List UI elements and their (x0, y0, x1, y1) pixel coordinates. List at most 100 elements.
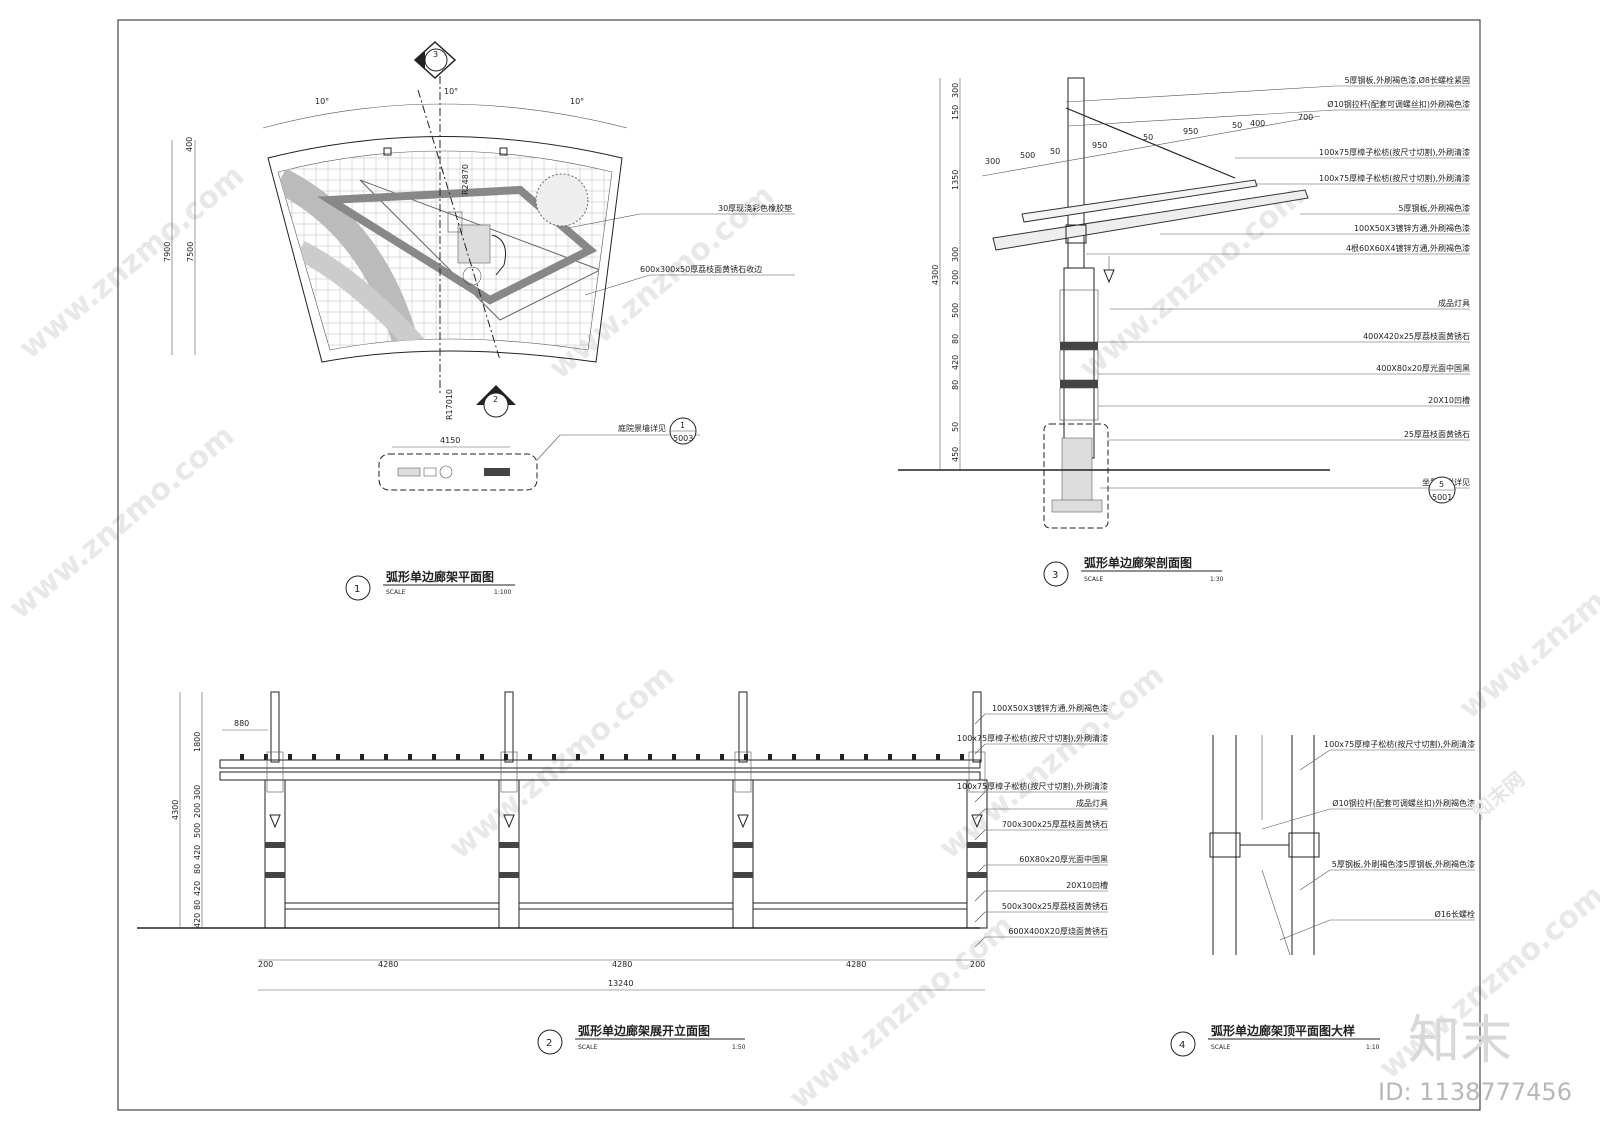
bench-note: 庭院景墙详见 (618, 423, 666, 433)
elevation-lamp (737, 814, 749, 829)
elevation-black-band (733, 872, 753, 878)
section-black-band (1060, 342, 1098, 350)
elevation-view: 1800 4300 300 200 500 420 80 420 80 420 … (137, 691, 1108, 1055)
plan-title-circle (345, 575, 371, 601)
elevation-leader (974, 864, 986, 876)
section-scale: 1:30 (1210, 576, 1224, 583)
elevation-column (498, 779, 520, 929)
detail-view: 100x75厚樟子松枋(按尺寸切割),外刷清漆Ø10钢拉杆(配套可调螺丝扣)外刷… (1170, 735, 1475, 1057)
section-dim: 80 (951, 334, 960, 344)
plan-slide-spiral (462, 266, 482, 286)
elevation-rafter-end (528, 754, 532, 760)
elevation-title-num: 2 (546, 1038, 552, 1049)
section-black-band (1060, 380, 1098, 388)
section-dim: 150 (951, 105, 960, 120)
section-hdim: 300 (985, 157, 1000, 166)
elevation-leader (974, 890, 986, 902)
section-callout: 5厚钢板,外刷褐色漆 (1398, 203, 1470, 213)
plan-callout-1: 30厚现浇彩色橡胶垫 (718, 203, 792, 213)
plan-callout-2: 600x300x50厚荔枝面黄锈石收边 (640, 264, 762, 274)
elevation-dim: 420 (193, 913, 202, 928)
section-title-circle (1043, 561, 1069, 587)
elevation-post (504, 691, 514, 763)
elevation-hdim: 4280 (846, 960, 866, 969)
plan-scale: 1:100 (494, 589, 511, 596)
section-marker-arrow (415, 51, 425, 69)
elevation-rafter-end (480, 754, 484, 760)
elevation-rafter-end (912, 754, 916, 760)
section-rafter (992, 189, 1309, 251)
elevation-post (972, 691, 982, 763)
elevation-rafter-end (312, 754, 316, 760)
bench-block (397, 467, 421, 477)
elevation-hdim: 4280 (612, 960, 632, 969)
plan-scale-label: SCALE (386, 589, 405, 596)
section-hdim: 50 (1143, 133, 1153, 142)
elevation-rafter-end (288, 754, 292, 760)
elevation-hdim: 200 (258, 960, 273, 969)
bench-block (423, 467, 437, 477)
plan-dim-400: 400 (185, 137, 194, 152)
section-callout: 5厚钢板,外刷褐色漆,Ø8长螺栓紧固 (1344, 75, 1470, 85)
detail-leader (1299, 749, 1331, 771)
plan-play-band (317, 185, 598, 305)
section-callout: 400X420x25厚荔枝面黄锈石 (1363, 331, 1470, 341)
detail-callout: 5厚钢板,外刷褐色漆5厚钢板,外刷褐色漆 (1332, 859, 1475, 869)
section-callout: 100x75厚樟子松枋(按尺寸切割),外刷清漆 (1319, 147, 1470, 157)
elevation-hdim: 4280 (378, 960, 398, 969)
elevation-callouts: 100X50X3镀锌方通,外刷褐色漆 100x75厚樟子松枋(按尺寸切割),外刷清… (957, 703, 1108, 948)
elevation-rafter-end (624, 754, 628, 760)
section-marker-circle (424, 48, 448, 72)
detail-leader (1261, 808, 1331, 830)
elevation-hdim: 200 (970, 960, 985, 969)
section-tie-rod (1065, 107, 1236, 179)
elevation-rafter-end (888, 754, 892, 760)
plan-title: 弧形单边廊架平面图 (386, 569, 494, 584)
section-callout: Ø10钢拉杆(配套可调螺丝扣)外刷褐色漆 (1327, 99, 1470, 109)
section-dim: 300 (951, 83, 960, 98)
plan-dim-7500: 7500 (186, 242, 195, 262)
elevation-black-band (499, 872, 519, 878)
bench-ref-sheet: 5003 (673, 434, 693, 443)
plan-paving-grid (278, 151, 612, 350)
plan-view: 10° 10° 10° 400 7900 7500 R24870 R17010 … (163, 40, 795, 601)
watermark-text: www.znzmo.com (1453, 518, 1600, 726)
elevation-callout: 700x300x25厚荔枝面黄锈石 (1002, 819, 1108, 829)
section-callout: 4根60X60X4镀锌方通,外刷褐色漆 (1346, 243, 1470, 253)
elevation-rafter-end (552, 754, 556, 760)
elevation-dim: 420 (193, 881, 202, 896)
watermark-logo: 知末 (1408, 1011, 1512, 1071)
section-hdim: 400 (1250, 119, 1265, 128)
section-dim: 300 (951, 247, 960, 262)
elevation-leader (974, 936, 986, 948)
detail-scale-label: SCALE (1211, 1044, 1230, 1051)
plan-title-num: 1 (354, 584, 360, 595)
elevation-joint (266, 751, 284, 793)
elevation-callout: 100x75厚樟子松枋(按尺寸切割),外刷清漆 (957, 733, 1108, 743)
watermark-text: www.znzmo.com (933, 658, 1171, 866)
elevation-dim: 420 (193, 845, 202, 860)
elevation-black-band (265, 842, 285, 848)
elevation-rafter-end (696, 754, 700, 760)
plan-column (383, 147, 392, 156)
bench-ref-num: 1 (680, 421, 685, 430)
elevation-leader (974, 743, 986, 755)
elevation-bench-top (284, 902, 500, 910)
elevation-callout: 20X10凹槽 (1066, 880, 1108, 890)
section-scale-label: SCALE (1084, 576, 1103, 583)
detail-leader (1299, 869, 1331, 891)
elevation-black-band (499, 842, 519, 848)
detail-scale: 1:10 (1366, 1044, 1380, 1051)
elevation-rafter-end (504, 754, 508, 760)
elevation-rafter-end (960, 754, 964, 760)
bench-leader (536, 434, 561, 461)
elevation-joint (500, 751, 518, 793)
elevation-rafter-end (384, 754, 388, 760)
elevation-callout: 100X50X3镀锌方通,外刷褐色漆 (992, 703, 1108, 713)
elevation-dim-880: 880 (234, 719, 249, 728)
plan-column (499, 147, 508, 156)
section-callouts: 5厚钢板,外刷褐色漆,Ø8长螺栓紧固 Ø10钢拉杆(配套可调螺丝扣)外刷褐色漆 10… (1065, 75, 1470, 489)
section-marker-2-label: 2 (493, 395, 498, 404)
section-hdim: 950 (1183, 127, 1198, 136)
plan-radius-outer: R24870 (461, 164, 470, 195)
